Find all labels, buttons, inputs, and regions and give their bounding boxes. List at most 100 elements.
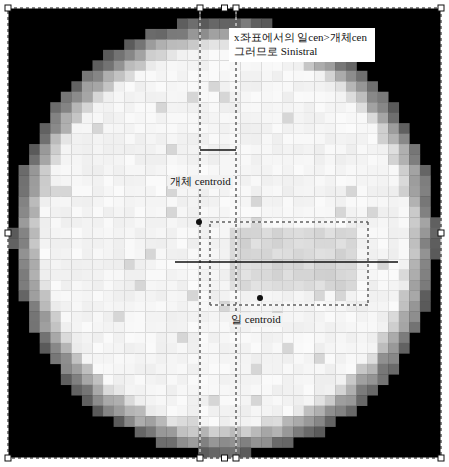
- wafer-cell: [409, 228, 420, 239]
- wafer-cell: [114, 322, 125, 333]
- wafer-cell: [240, 165, 251, 176]
- wafer-cell: [261, 186, 272, 197]
- wafer-cell: [156, 113, 167, 124]
- wafer-cell: [314, 144, 325, 155]
- wafer-cell: [304, 374, 315, 385]
- wafer-cell: [304, 81, 315, 92]
- wafer-cell: [272, 186, 283, 197]
- wafer-cell: [29, 165, 40, 176]
- wafer-cell: [293, 71, 304, 82]
- wafer-cell: [71, 228, 82, 239]
- wafer-cell: [293, 102, 304, 113]
- region-box: [210, 305, 368, 306]
- wafer-cell: [261, 280, 272, 291]
- wafer-cell: [61, 353, 72, 364]
- wafer-cell: [156, 60, 167, 71]
- wafer-cell: [367, 102, 378, 113]
- wafer-cell: [29, 270, 40, 281]
- wafer-cell: [156, 207, 167, 218]
- wafer-cell: [103, 186, 114, 197]
- wafer-cell: [272, 395, 283, 406]
- wafer-cell: [177, 134, 188, 145]
- wafer-cell: [82, 196, 93, 207]
- wafer-cell: [367, 134, 378, 145]
- wafer-cell: [92, 81, 103, 92]
- wafer-cell: [177, 29, 188, 40]
- wafer-cell: [346, 228, 357, 239]
- wafer-cell: [103, 249, 114, 260]
- wafer-cell: [304, 102, 315, 113]
- wafer-cell: [251, 385, 262, 396]
- wafer-cell: [135, 374, 146, 385]
- wafer-cell: [156, 155, 167, 166]
- wafer-cell: [209, 343, 220, 354]
- wafer-cell: [251, 102, 262, 113]
- wafer-cell: [135, 71, 146, 82]
- wafer-cell: [420, 291, 431, 302]
- wafer-cell: [145, 123, 156, 134]
- wafer-cell: [71, 207, 82, 218]
- wafer-cell: [251, 374, 262, 385]
- wafer-cell: [272, 228, 283, 239]
- wafer-cell: [209, 81, 220, 92]
- wafer-cell: [19, 259, 30, 270]
- wafer-cell: [378, 270, 389, 281]
- wafer-cell: [420, 165, 431, 176]
- wafer-cell: [124, 123, 135, 134]
- wafer-cell: [40, 134, 51, 145]
- wafer-cell: [103, 406, 114, 417]
- wafer-cell: [261, 395, 272, 406]
- wafer-cell: [283, 427, 294, 438]
- wafer-cell: [283, 71, 294, 82]
- wafer-cell: [240, 207, 251, 218]
- wafer-cell: [261, 134, 272, 145]
- wafer-cell: [261, 102, 272, 113]
- wafer-cell: [409, 175, 420, 186]
- wafer-cell: [114, 406, 125, 417]
- selection-handle: [233, 455, 239, 461]
- wafer-cell: [367, 364, 378, 375]
- wafer-cell: [314, 217, 325, 228]
- wafer-cell: [156, 259, 167, 270]
- wafer-cell: [124, 353, 135, 364]
- wafer-cell: [272, 238, 283, 249]
- wafer-cell: [304, 280, 315, 291]
- wafer-cell: [399, 123, 410, 134]
- wafer-cell: [188, 144, 199, 155]
- wafer-cell: [272, 374, 283, 385]
- wafer-cell: [177, 18, 188, 29]
- wafer-cell: [346, 406, 357, 417]
- wafer-cell: [82, 259, 93, 270]
- wafer-cell: [145, 374, 156, 385]
- wafer-cell: [304, 207, 315, 218]
- wafer-cell: [219, 238, 230, 249]
- wafer-cell: [166, 437, 177, 448]
- wafer-cell: [188, 113, 199, 124]
- wafer-cell: [82, 343, 93, 354]
- wafer-cell: [335, 259, 346, 270]
- wafer-cell: [156, 416, 167, 427]
- wafer-cell: [240, 291, 251, 302]
- wafer-cell: [272, 175, 283, 186]
- wafer-cell: [103, 259, 114, 270]
- wafer-cell: [367, 238, 378, 249]
- wafer-cell: [325, 228, 336, 239]
- wafer-cell: [378, 249, 389, 260]
- wafer-cell: [420, 217, 431, 228]
- wafer-cell: [325, 144, 336, 155]
- wafer-cell: [209, 437, 220, 448]
- wafer-cell: [124, 134, 135, 145]
- wafer-cell: [388, 291, 399, 302]
- wafer-cell: [61, 134, 72, 145]
- wafer-cell: [399, 301, 410, 312]
- wafer-cell: [71, 343, 82, 354]
- wafer-cell: [145, 427, 156, 438]
- wafer-cell: [261, 144, 272, 155]
- wafer-cell: [8, 238, 19, 249]
- wafer-cell: [272, 343, 283, 354]
- wafer-cell: [304, 60, 315, 71]
- wafer-cell: [346, 71, 357, 82]
- wafer-cell: [325, 395, 336, 406]
- wafer-cell: [378, 134, 389, 145]
